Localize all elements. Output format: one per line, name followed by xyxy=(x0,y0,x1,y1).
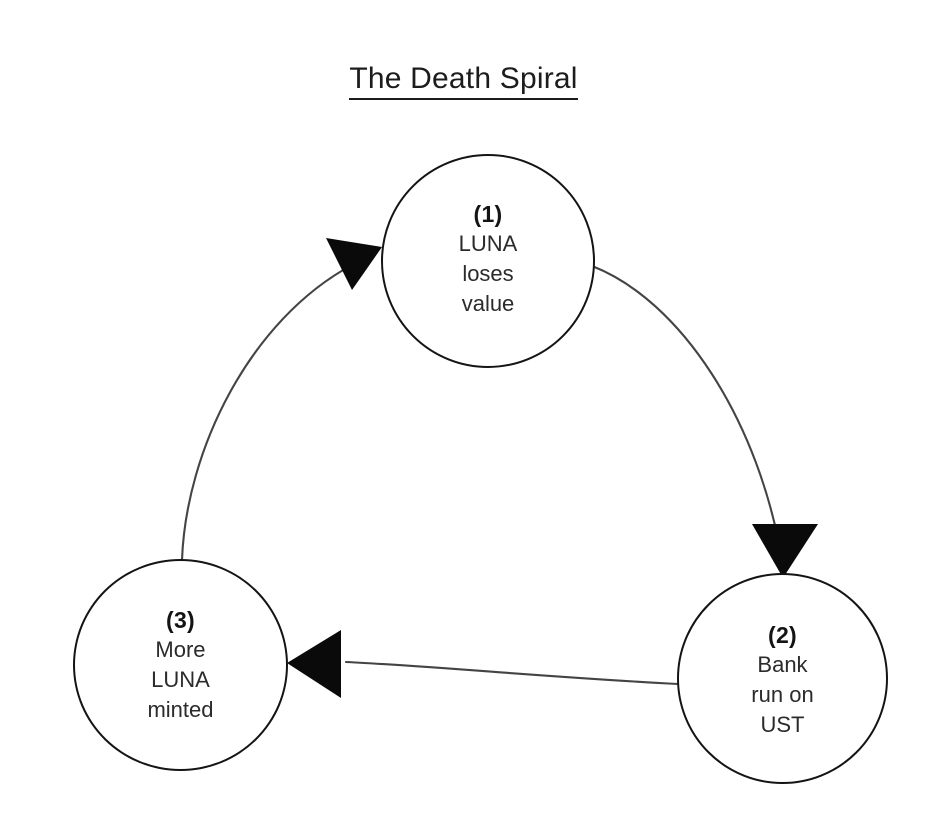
node-3-line-1: More xyxy=(155,636,206,662)
node-3-line-2: LUNA xyxy=(151,666,210,692)
node-2-body: (2) Bank run on UST xyxy=(751,621,813,740)
node-2-line-1: Bank xyxy=(757,652,808,677)
node-luna-loses-value[interactable]: (1) LUNA loses value xyxy=(381,154,595,368)
node-1-body: (1) LUNA loses value xyxy=(459,200,518,319)
node-3-body: (3) More LUNA minted xyxy=(147,606,213,725)
node-1-line-1: LUNA xyxy=(458,230,518,256)
node-3-index: (3) xyxy=(165,606,195,633)
edge-2-to-3-path xyxy=(344,660,680,686)
node-2-line-2: run on xyxy=(751,682,814,707)
page-title: The Death Spiral xyxy=(0,60,927,100)
node-more-luna-minted[interactable]: (3) More LUNA minted xyxy=(73,559,288,771)
node-2-line-3: UST xyxy=(760,712,805,737)
page-title-text: The Death Spiral xyxy=(349,62,578,100)
edge-3-to-1-path xyxy=(180,263,354,562)
node-2-index: (2) xyxy=(767,622,797,648)
node-bank-run-on-ust[interactable]: (2) Bank run on UST xyxy=(677,573,888,784)
node-1-index: (1) xyxy=(473,200,503,227)
arrow-left-icon xyxy=(287,630,341,698)
node-1-line-3: value xyxy=(461,290,515,316)
edge-1-to-2-path xyxy=(590,264,785,568)
arrow-down-icon xyxy=(752,524,818,578)
node-3-line-3: minted xyxy=(147,696,214,722)
node-1-line-2: loses xyxy=(462,260,514,286)
arrow-up-right-icon xyxy=(326,238,382,290)
